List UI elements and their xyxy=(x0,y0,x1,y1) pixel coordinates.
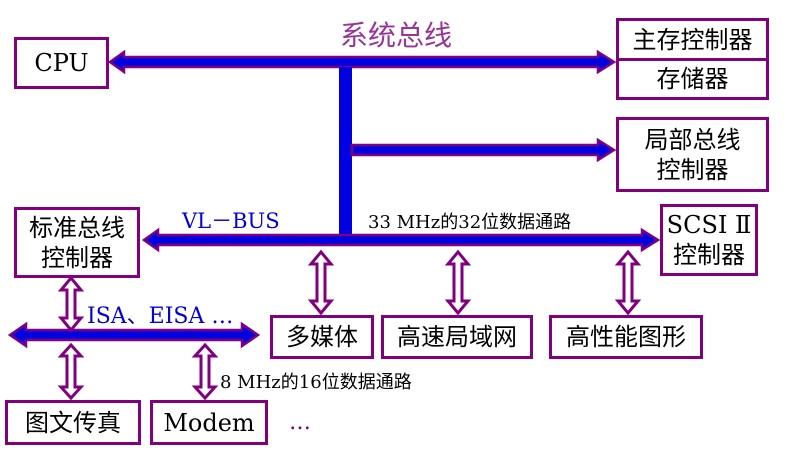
more-devices-ellipsis: … xyxy=(289,410,311,435)
scsi-line2: 控制器 xyxy=(673,241,745,269)
arrow-isa-fax xyxy=(57,342,85,401)
graphics-label: 高性能图形 xyxy=(566,323,686,351)
main-mem-ctrl-label: 主存控制器 xyxy=(632,25,753,54)
system-bus xyxy=(107,49,617,75)
local-bus-controller-box[interactable]: 局部总线 控制器 xyxy=(616,117,769,192)
arrow-vl-lan xyxy=(444,249,472,316)
modem-box[interactable]: Modem xyxy=(150,400,268,445)
multimedia-label: 多媒体 xyxy=(286,323,358,351)
arrow-vl-multimedia xyxy=(307,249,335,316)
local-bus-ctrl-line2: 控制器 xyxy=(656,155,729,184)
fax-label: 图文传真 xyxy=(25,408,121,437)
vl-bus xyxy=(141,227,661,253)
vl-bus-label: VL－BUS xyxy=(182,209,280,233)
multimedia-box[interactable]: 多媒体 xyxy=(270,315,374,359)
double-arrows xyxy=(57,249,642,401)
local-bus-arrow xyxy=(350,137,617,163)
memory-label: 存储器 xyxy=(656,65,729,93)
standard-bus-controller-box[interactable]: 标准总线 控制器 xyxy=(14,207,140,278)
cpu-box[interactable]: CPU xyxy=(14,37,109,89)
std-bus-ctrl-line2: 控制器 xyxy=(41,243,113,272)
fax-box[interactable]: 图文传真 xyxy=(5,400,141,445)
arrow-isa-modem xyxy=(191,342,219,401)
local-bus-ctrl-line1: 局部总线 xyxy=(644,125,741,154)
memory-box[interactable]: 存储器 xyxy=(616,58,769,100)
main-memory-controller-box[interactable]: 主存控制器 xyxy=(616,18,769,61)
modem-label: Modem xyxy=(163,408,255,437)
arrow-std-isa xyxy=(57,275,85,333)
cpu-label: CPU xyxy=(34,49,89,77)
lan-label: 高速局域网 xyxy=(397,323,517,351)
arrow-vl-graphics xyxy=(614,249,642,316)
scsi-line1: SCSI Ⅱ xyxy=(666,211,752,239)
isa-bus xyxy=(7,321,261,349)
lan-box[interactable]: 高速局域网 xyxy=(381,315,533,359)
graphics-box[interactable]: 高性能图形 xyxy=(549,315,703,359)
system-bus-title: 系统总线 xyxy=(340,19,453,52)
vl-bus-desc: 33 MHz的32位数据通路 xyxy=(368,212,572,233)
std-bus-ctrl-line1: 标准总线 xyxy=(29,213,125,242)
isa-bus-label: ISA、EISA … xyxy=(87,304,234,329)
scsi-controller-box[interactable]: SCSI Ⅱ 控制器 xyxy=(660,204,758,276)
isa-bus-desc: 8 MHz的16位数据通路 xyxy=(220,372,412,393)
vertical-trunk xyxy=(339,67,352,235)
